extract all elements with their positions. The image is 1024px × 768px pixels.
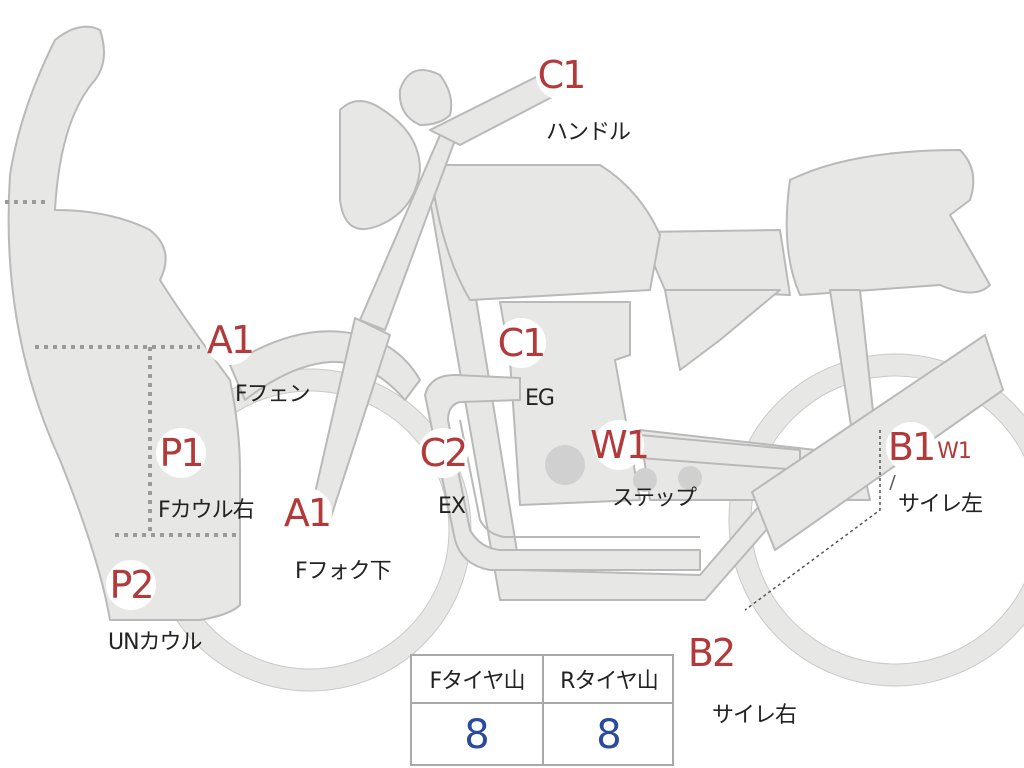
label-engine: EG: [525, 386, 555, 411]
label-under-cowl: UNカウル: [108, 630, 203, 655]
front-tire-header: Fタイヤ山: [429, 669, 526, 694]
rear-wheel: [729, 354, 1024, 686]
damage-code-step[interactable]: W1: [590, 420, 650, 470]
damage-code-silencer-right[interactable]: B2: [686, 628, 736, 678]
damage-code-silencer-left-extra[interactable]: W1: [937, 432, 972, 470]
label-exhaust: EX: [438, 494, 466, 519]
table-divider-vertical: [542, 656, 544, 764]
fuel-tank: [429, 164, 661, 301]
tire-tread-table: Fタイヤ山 Rタイヤ山 8 8: [410, 654, 674, 766]
silencer: [751, 334, 1004, 551]
damage-code-silencer-left[interactable]: B1: [886, 422, 936, 472]
label-front-fender: Fフェン: [235, 382, 311, 407]
damage-code-front-fork-lower[interactable]: A1: [282, 488, 332, 538]
label-silencer-left: サイレ左: [898, 492, 983, 517]
label-handle: ハンドル: [546, 120, 631, 145]
label-step: ステップ: [612, 486, 697, 511]
headlight: [339, 100, 421, 230]
rear-tire-value[interactable]: 8: [596, 712, 622, 758]
damage-code-front-fender[interactable]: A1: [205, 315, 255, 365]
exhaust-pipe: [424, 374, 701, 571]
label-silencer-right: サイレ右: [712, 703, 797, 728]
front-tire-value[interactable]: 8: [464, 712, 490, 758]
damage-code-front-cowl-right[interactable]: P1: [156, 428, 206, 478]
damage-code-handle[interactable]: C1: [536, 50, 586, 100]
rear-tire-header: Rタイヤ山: [560, 669, 659, 694]
rear-shock: [829, 289, 876, 433]
damage-code-under-cowl[interactable]: P2: [106, 560, 156, 610]
label-front-cowl-right: Fカウル右: [158, 498, 255, 523]
label-front-fork-lower: Fフォク下: [295, 559, 392, 584]
damage-code-exhaust[interactable]: C2: [418, 428, 468, 478]
side-cover: [664, 289, 781, 371]
front-cowl: [7, 25, 241, 621]
damage-code-engine[interactable]: C1: [496, 318, 546, 368]
seat: [639, 229, 791, 296]
rear-seat: [785, 149, 991, 296]
mirror: [398, 69, 453, 126]
